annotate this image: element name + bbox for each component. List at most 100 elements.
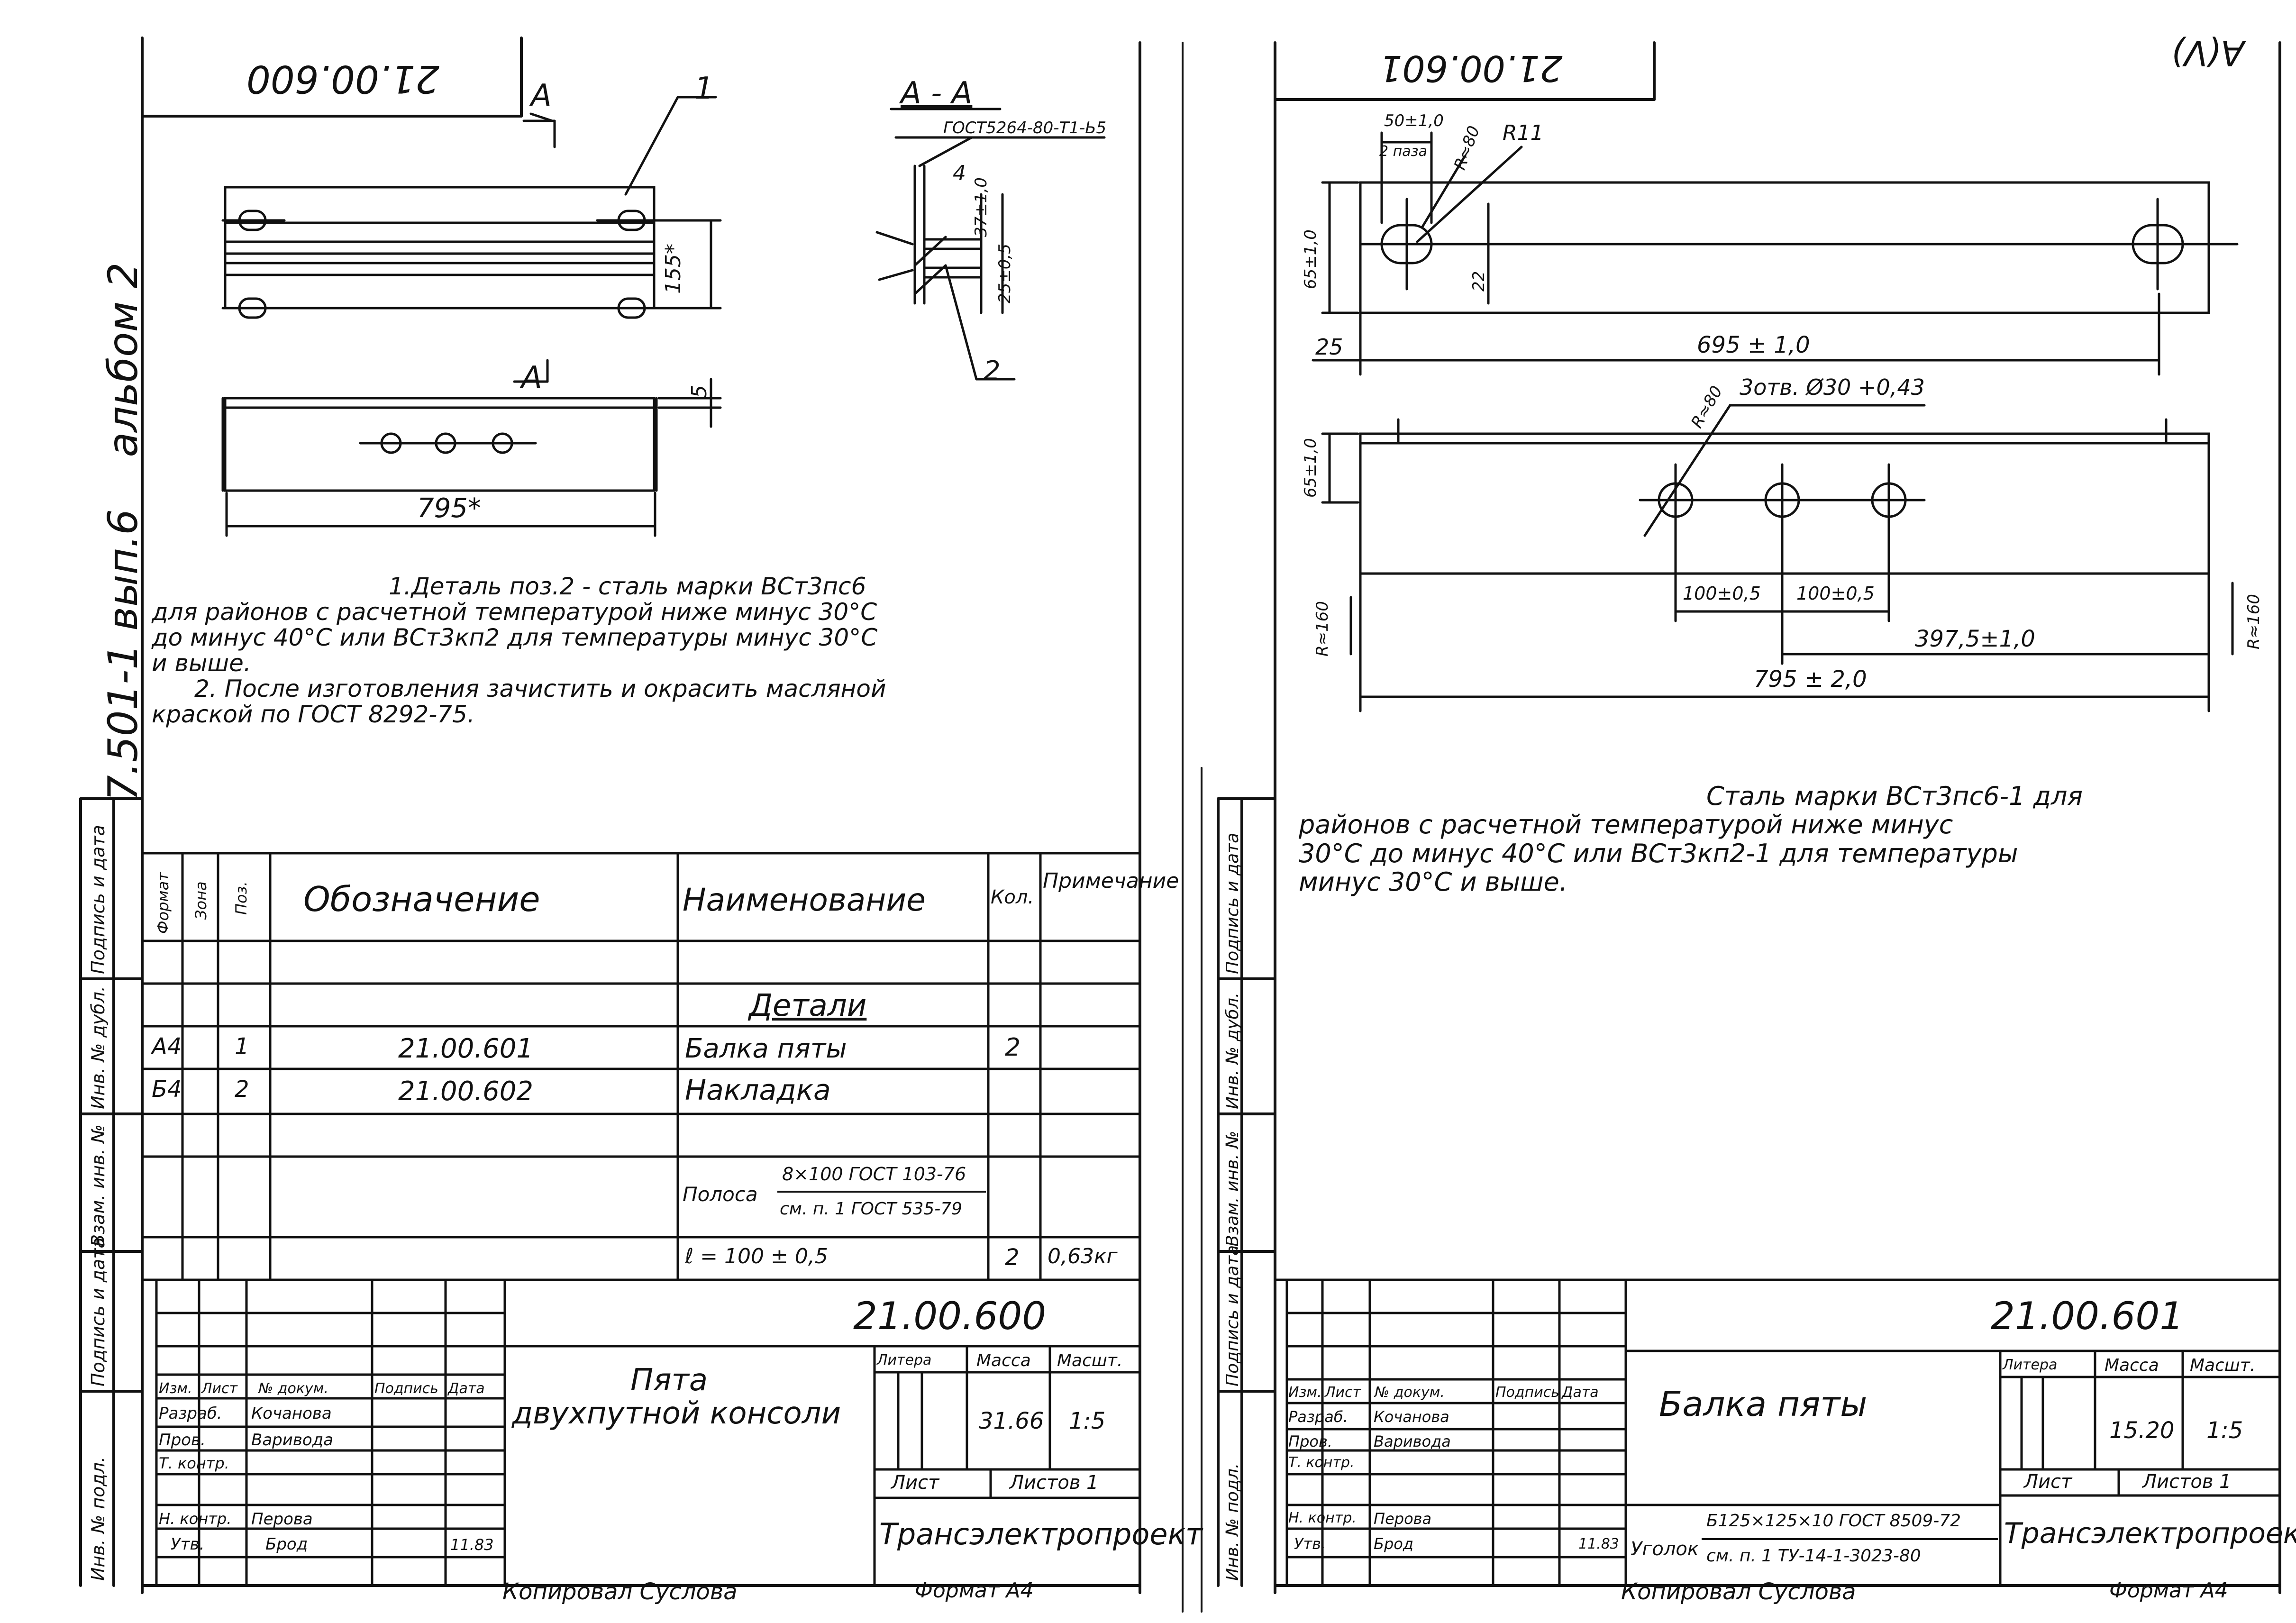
right-tb-scale: 1:5 — [2206, 1417, 2243, 1444]
left-tb-title-2: двухпутной консоли — [512, 1396, 841, 1431]
left-spec-table-lines — [141, 852, 1141, 1281]
spec-header-name: Наименование — [683, 882, 926, 918]
right-sheet-frame — [1217, 41, 2281, 1594]
left-tb-r4-role: Н. контр. — [159, 1510, 232, 1528]
right-copied-by: Копировал Суслова — [1621, 1578, 1856, 1605]
left-note-line-6: краской по ГОСТ 8292-75. — [152, 701, 475, 728]
right-tb-sheet-label: Лист — [2024, 1471, 2072, 1493]
right-dim-100a: 100±0,5 — [1683, 583, 1761, 604]
right-side-label-2: Инв. № дубл. — [1223, 992, 1242, 1109]
spec-row-2-designation: 21.00.602 — [398, 1076, 534, 1107]
album-series-label: 7.501-1 вып.6 альбом 2 — [100, 263, 147, 801]
left-side-label-5: Инв. № подл. — [88, 1456, 109, 1581]
right-dim-25: 25 — [1315, 334, 1343, 360]
right-notes: Сталь марки ВСт3пс6-1 для районов с расч… — [1299, 782, 2266, 897]
right-corner-mark: А(V) — [2171, 33, 2244, 73]
left-note-line-2: для районов с расчетной температурой ниж… — [152, 598, 877, 626]
left-dim-25: 25±0,5 — [995, 244, 1014, 303]
right-tb-mass: 15.20 — [2109, 1417, 2175, 1444]
right-side-view — [1321, 404, 2234, 712]
left-title-block-lines — [141, 1278, 1141, 1587]
spec-material-word: Полоса — [683, 1183, 758, 1206]
binding-margin — [1182, 42, 1203, 1613]
left-section-aa — [875, 108, 1106, 381]
right-dim-2paza: 2 паза — [1379, 143, 1427, 160]
right-dim-65-bot: 65±1,0 — [1301, 438, 1320, 498]
right-tb-col-list: Лист — [1325, 1384, 1361, 1401]
right-side-label-3: Взам. инв. № — [1223, 1131, 1242, 1247]
spec-row-1-designation: 21.00.601 — [398, 1033, 534, 1064]
spec-row-1-qty: 2 — [1005, 1033, 1021, 1062]
left-side-label-4: Подпись и дата — [88, 1237, 109, 1386]
right-format-label: Формат А4 — [2109, 1578, 2228, 1603]
left-side-label-3: Взам. инв. № — [88, 1124, 109, 1247]
left-note-line-4: и выше. — [152, 649, 251, 677]
left-tb-sheets-label: Листов 1 — [1010, 1472, 1099, 1494]
left-sheet-frame — [79, 36, 1141, 1594]
album-number: альбом 2 — [100, 262, 147, 457]
right-r160-left: R≈160 — [1313, 601, 1332, 656]
right-holes: 3отв. Ø30 +0,43 — [1740, 374, 1925, 400]
right-tb-material-fraction-line — [1702, 1538, 1998, 1540]
left-section-mark-bottom: А — [521, 360, 542, 395]
spec-length-qty: 2 — [1005, 1244, 1020, 1271]
spec-row-2-format: Б4 — [152, 1076, 182, 1103]
right-tb-col-izm: Изм. — [1288, 1384, 1322, 1401]
left-tb-title-1: Пята — [630, 1363, 708, 1398]
right-tb-r4-role: Н. контр. — [1288, 1510, 1357, 1526]
spec-material-fraction-line — [777, 1191, 986, 1193]
left-stamp-code: 21.00.600 — [246, 57, 440, 101]
right-dim-795: 795 ± 2,0 — [1754, 666, 1867, 693]
right-note-line-1: Сталь марки ВСт3пс6-1 для — [1706, 781, 2083, 811]
right-title-block-lines — [1274, 1278, 2281, 1587]
right-tb-r3-role: Т. контр. — [1288, 1454, 1355, 1471]
spec-row-1-pos: 1 — [235, 1033, 249, 1060]
right-tb-r2-name: Варивода — [1374, 1432, 1451, 1450]
right-tb-r5-date: 11.83 — [1578, 1536, 1619, 1552]
spec-header-designation: Обозначение — [303, 879, 540, 919]
left-tb-r1-name: Кочанова — [251, 1404, 332, 1423]
left-tb-org: Трансэлектропроект — [879, 1517, 1203, 1551]
spec-section-title: Детали — [749, 988, 867, 1023]
spec-row-2-pos: 2 — [235, 1076, 249, 1103]
right-top-view — [1312, 131, 2239, 376]
spec-header-qty: Кол. — [991, 886, 1034, 908]
spec-row-1-format: А4 — [152, 1033, 182, 1060]
spec-header-note: Примечание — [1043, 869, 1179, 893]
right-note-line-2: районов с расчетной температурой ниже ми… — [1299, 810, 1953, 840]
right-tb-r1-role: Разраб. — [1288, 1408, 1348, 1426]
right-tb-material-top: Б125×125×10 ГОСТ 8509-72 — [1706, 1511, 1961, 1531]
right-tb-r2-role: Пров. — [1288, 1432, 1332, 1450]
left-tb-mass: 31.66 — [979, 1408, 1044, 1434]
left-format-label: Формат А4 — [915, 1578, 1034, 1603]
left-tb-col-date: Дата — [448, 1380, 485, 1397]
left-dim-37: 37±1,0 — [972, 177, 991, 237]
right-dim-3975: 397,5±1,0 — [1915, 626, 2035, 652]
right-tb-r1-name: Кочанова — [1374, 1408, 1449, 1426]
right-tb-col-sign: Подпись — [1495, 1384, 1559, 1401]
right-tb-col-doc: № докум. — [1375, 1384, 1445, 1401]
right-dim-695: 695 ± 1,0 — [1697, 332, 1810, 358]
spec-header-pos: Поз. — [232, 881, 250, 915]
left-tb-r5-role: Утв. — [171, 1535, 205, 1554]
spec-header-format: Формат — [154, 872, 172, 934]
left-notes: 1.Деталь поз.2 - сталь марки ВСт3пс6 для… — [152, 574, 1133, 727]
spec-header-zone: Зона — [192, 881, 210, 920]
left-tb-r5-name: Брод — [265, 1535, 308, 1554]
left-position-2: 2 — [984, 356, 1001, 386]
left-tb-r2-role: Пров. — [159, 1431, 206, 1450]
left-tb-litera-label: Литера — [877, 1352, 932, 1368]
left-tb-scale: 1:5 — [1069, 1408, 1106, 1434]
left-dim-795: 795* — [417, 493, 481, 524]
left-section-title: А - А — [901, 76, 973, 111]
right-r11: R11 — [1503, 121, 1544, 145]
right-tb-r5-role: Утв. — [1294, 1535, 1326, 1553]
right-tb-r5-name: Брод — [1374, 1535, 1413, 1553]
left-tb-col-list: Лист — [201, 1380, 238, 1397]
right-side-label-1: Подпись и дата — [1223, 832, 1242, 974]
right-tb-title: Балка пяты — [1659, 1384, 1868, 1424]
right-tb-r4-name: Перова — [1374, 1510, 1432, 1528]
right-tb-material-word: Уголок — [1631, 1538, 1699, 1560]
left-dim-5: 5 — [687, 385, 711, 398]
left-tb-mass-label: Масса — [976, 1351, 1031, 1370]
